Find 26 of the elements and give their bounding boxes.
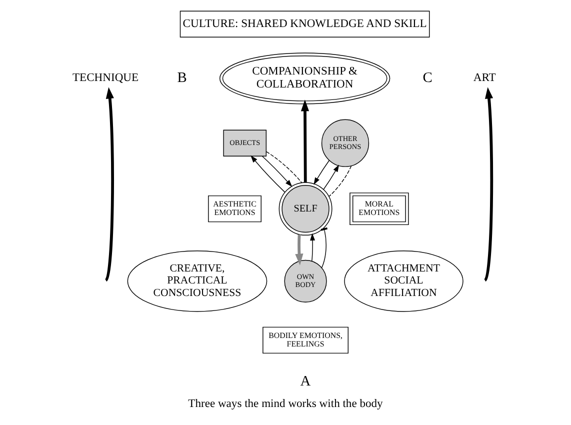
node-ellipse: ATTACHMENT SOCIAL AFFILIATION [344, 250, 464, 312]
label: B [177, 70, 187, 86]
node-box: MORAL EMOTIONS [350, 192, 409, 226]
arrow [314, 160, 330, 185]
arrow [250, 155, 286, 193]
label: C [422, 70, 432, 86]
arrow [262, 156, 292, 187]
node-text: ART [473, 72, 496, 84]
label: A [300, 374, 311, 390]
connector [266, 151, 302, 183]
node-text: TECHNIQUE [72, 72, 139, 84]
node-box: AESTHETIC EMOTIONS [208, 195, 262, 222]
node-ellipse: COMPANIONSHIP & COLLABORATION [219, 52, 390, 104]
node-circle: SELF [278, 182, 332, 236]
node-box: BODILY EMOTIONS, FEELINGS [262, 326, 348, 354]
arrow [104, 87, 114, 281]
arrow [323, 164, 340, 190]
connector [320, 227, 328, 268]
arrow [295, 234, 304, 266]
node-box: CULTURE: SHARED KNOWLEDGE AND SKILL [180, 10, 430, 38]
connector [328, 166, 352, 197]
node-ellipse: CREATIVE, PRACTICAL CONSCIOUSNESS [127, 250, 268, 312]
arrow [484, 87, 494, 281]
arrow [310, 233, 316, 262]
caption: Three ways the mind works with the body [188, 398, 383, 410]
arrow [300, 100, 310, 182]
